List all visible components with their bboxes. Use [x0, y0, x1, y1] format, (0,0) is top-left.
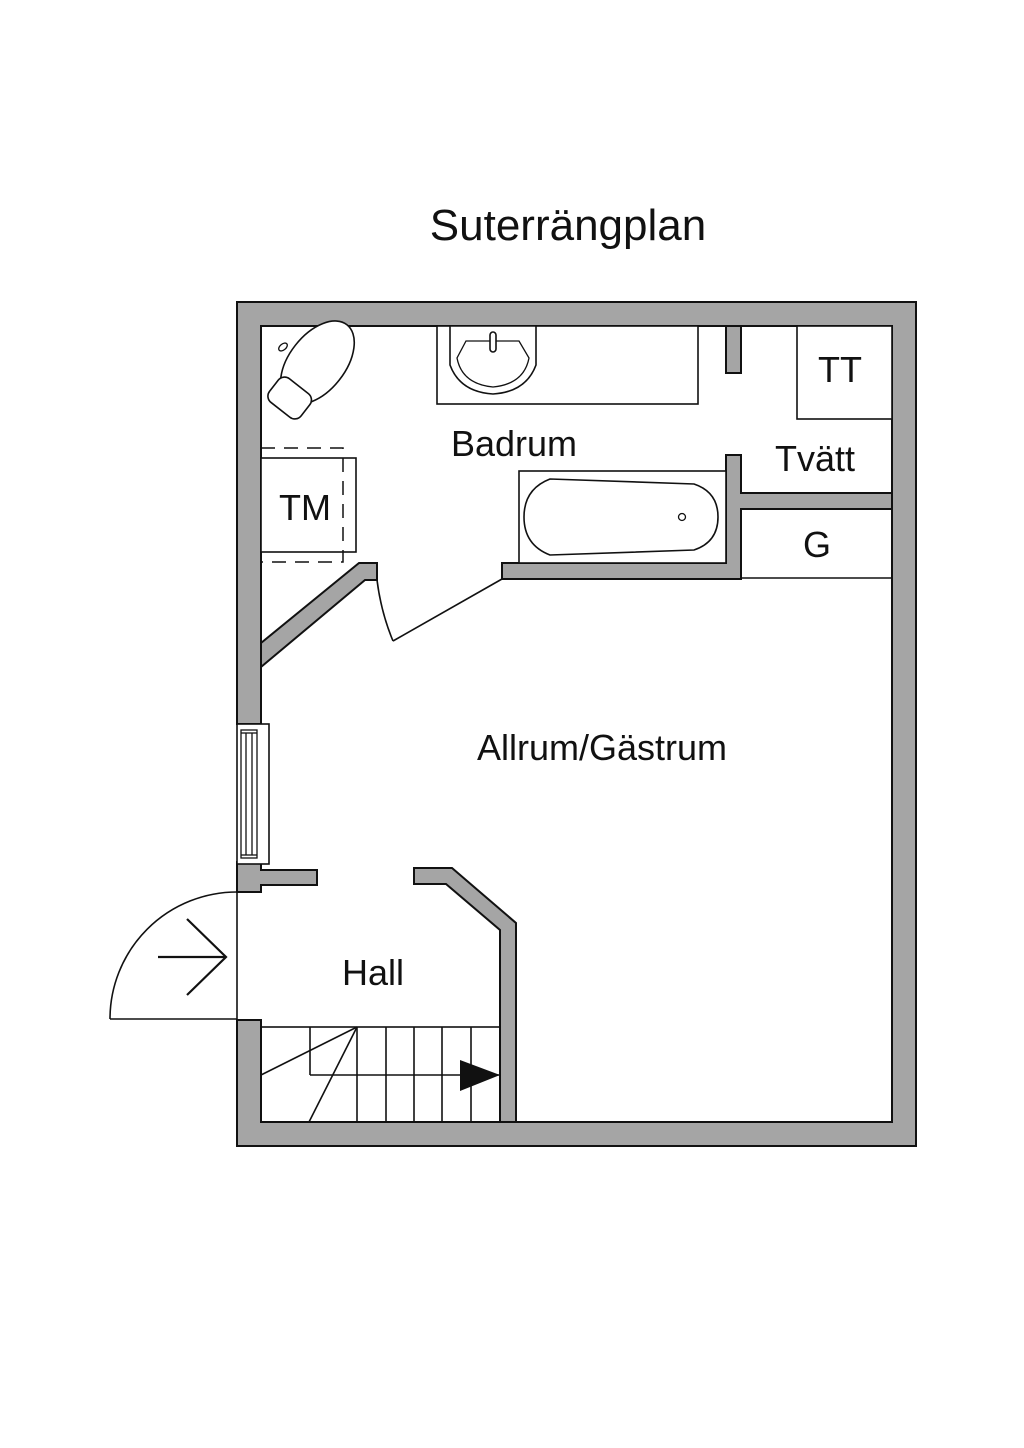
room-label-badrum: Badrum — [451, 423, 577, 464]
plan-title: Suterrängplan — [430, 201, 706, 250]
entrance-door[interactable] — [109, 891, 238, 1020]
washing-machine-tm: TM — [260, 447, 357, 563]
window — [236, 723, 270, 865]
room-label-tvatt: Tvätt — [775, 438, 855, 479]
stairs-direction-icon — [460, 1060, 500, 1091]
wall-left-lower — [236, 861, 318, 893]
label-tm: TM — [279, 487, 331, 528]
room-label-allrum: Allrum/Gästrum — [477, 727, 727, 768]
dryer-tt: TT — [796, 325, 893, 420]
wall-bath-diagonal — [260, 562, 378, 670]
label-g: G — [803, 524, 831, 565]
room-label-hall: Hall — [342, 952, 404, 993]
wall-stub-top — [725, 325, 742, 374]
bathtub — [518, 470, 727, 564]
sink-counter — [436, 325, 699, 405]
label-tt: TT — [818, 349, 862, 390]
entrance-arrow-icon — [158, 918, 228, 996]
toilet-icon — [267, 320, 356, 420]
staircase — [260, 1026, 501, 1123]
bathroom-door[interactable] — [376, 578, 503, 642]
